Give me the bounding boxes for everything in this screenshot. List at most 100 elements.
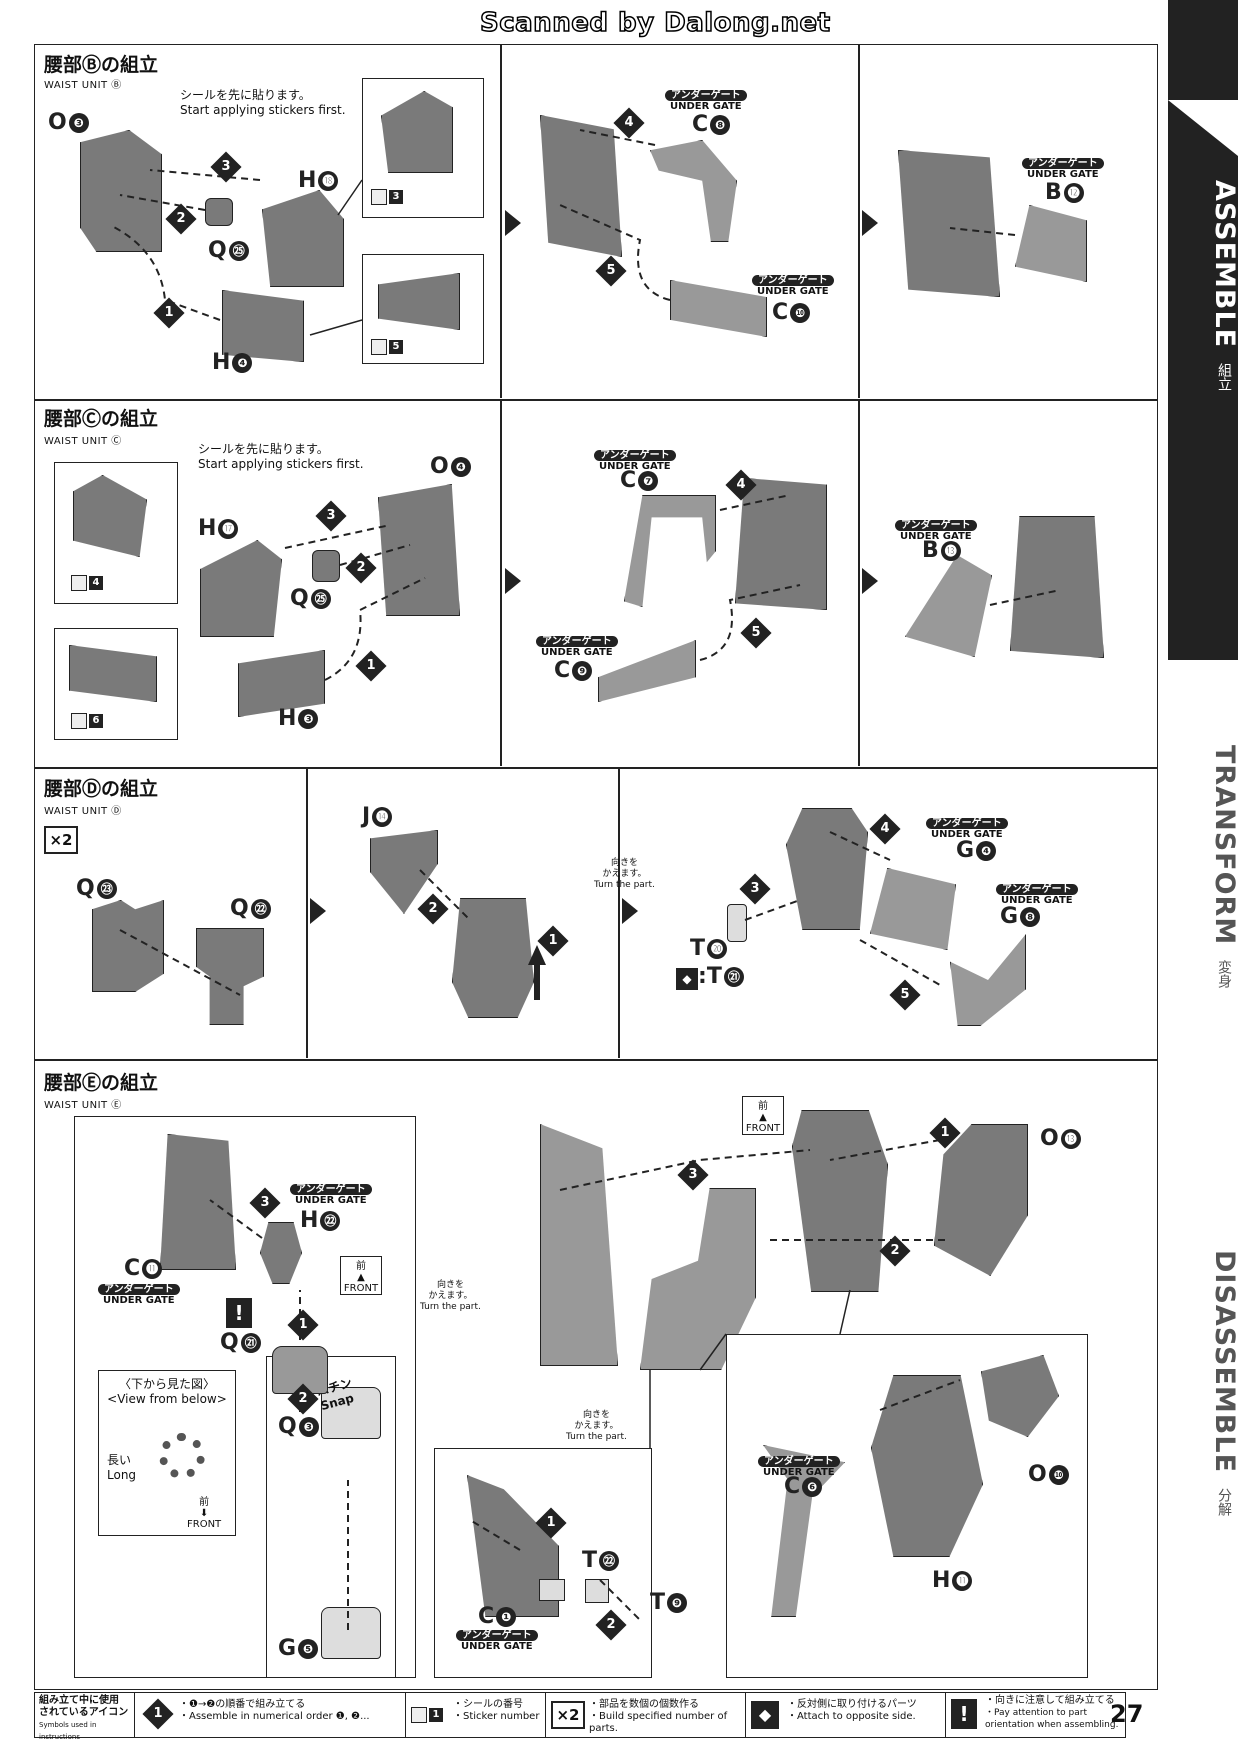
section-d-next-arrow-1	[310, 898, 326, 924]
sidebar-assemble-jp: 組立	[1216, 363, 1232, 392]
long-jp: 長い	[107, 1453, 132, 1467]
legend-sticker-en: ・Sticker number	[453, 1711, 540, 1722]
part-q3-shape	[321, 1387, 381, 1439]
attention-icon: !	[951, 1699, 977, 1729]
step-3: 3	[677, 1159, 709, 1191]
front-jp: 前	[356, 1261, 366, 1272]
step-2: 2	[287, 1383, 319, 1415]
sticker-number: 4	[89, 576, 103, 590]
step-3: 3	[249, 1187, 281, 1219]
front-en: FRONT	[187, 1519, 222, 1530]
step-4: 4	[869, 813, 901, 845]
multiply-x2-badge: ×2	[44, 826, 78, 854]
section-c-sticker-inset-1: 4	[54, 462, 178, 604]
sticker-icon	[371, 339, 387, 355]
sidebar	[1162, 0, 1240, 1753]
legend-order-en: ・Assemble in numerical order ❶, ❷...	[179, 1711, 370, 1722]
section-e-o10-inset	[726, 1334, 1088, 1678]
section-b-sticker-note-en: Start applying stickers first.	[180, 103, 346, 117]
sidebar-bar-top	[1168, 0, 1238, 100]
turn-note-en: Turn the part.	[420, 1302, 481, 1312]
sticker-number: 5	[389, 340, 403, 354]
front-en: FRONT	[343, 1283, 379, 1294]
sticker-number: 1	[429, 1708, 443, 1722]
legend-opposite-text: ・反対側に取り付けるパーツ・Attach to opposite side.	[787, 1699, 917, 1723]
long-en: Long	[107, 1468, 137, 1482]
step-1: 1	[355, 650, 387, 682]
part-o10-shape	[981, 1355, 1059, 1437]
step-2: 2	[417, 893, 449, 925]
section-b-sticker-inset-1: 3	[362, 78, 484, 218]
part-c11-shape	[160, 1134, 236, 1270]
part-b-assembled-shape	[540, 115, 622, 257]
sticker-3-badge: 3	[371, 189, 403, 205]
sidebar-disassemble-jp: 分解	[1216, 1488, 1232, 1517]
step-2: 2	[165, 203, 197, 235]
front-jp: 前	[758, 1101, 768, 1112]
page-number: 27	[1110, 1700, 1144, 1728]
part-c-final-shape	[1010, 516, 1104, 658]
section-c-next-arrow-2	[862, 568, 878, 594]
part-b-final-shape	[898, 150, 1000, 297]
sticker-4-badge: 4	[71, 575, 103, 591]
section-b-next-arrow-1	[505, 210, 521, 236]
part-h11-shape	[871, 1375, 983, 1557]
turn-note-jp: 向きを かえます。	[574, 1410, 619, 1431]
step-2: 2	[345, 552, 377, 584]
section-d-divider-1	[306, 768, 308, 1058]
legend-attention-text: ・向きに注意して組み立てる・Pay attention to part orie…	[985, 1695, 1123, 1731]
step-5: 5	[595, 255, 627, 287]
turn-note-jp: 向きを かえます。	[602, 858, 647, 879]
section-c-subtitle: WAIST UNIT Ⓒ	[44, 436, 122, 447]
section-b-subtitle: WAIST UNIT Ⓑ	[44, 80, 122, 91]
step-4: 4	[613, 107, 645, 139]
legend-sticker-jp: ・シールの番号	[453, 1699, 523, 1710]
sticker-number: 3	[389, 190, 403, 204]
step-order-icon: 1	[142, 1698, 174, 1730]
multiply-icon: ×2	[551, 1701, 585, 1729]
section-b-sticker-inset-2: 5	[362, 254, 484, 364]
sticker-icon	[411, 1707, 427, 1723]
step-2: 2	[879, 1235, 911, 1267]
legend-sticker-text: ・シールの番号・Sticker number	[453, 1699, 539, 1723]
front-en: FRONT	[745, 1123, 781, 1134]
legend-multiply: ×2 ・部品を数個の個数作る・Build specified number of…	[545, 1693, 746, 1737]
legend-opposite-en: ・Attach to opposite side.	[787, 1711, 916, 1722]
turn-note-en: Turn the part.	[566, 1432, 627, 1442]
front-indicator-e2: 前▲FRONT	[742, 1096, 784, 1135]
legend-multiply-en: ・Build specified number of parts.	[589, 1711, 728, 1734]
step-3: 3	[210, 151, 242, 183]
turn-part-note-e2: 向きを かえます。Turn the part.	[566, 1410, 627, 1443]
section-b-divider-1	[500, 44, 502, 398]
turn-note-jp: 向きを かえます。	[428, 1280, 473, 1301]
step-4: 4	[725, 469, 757, 501]
part-g5-shape	[321, 1607, 381, 1659]
legend-opposite-jp: ・反対側に取り付けるパーツ	[787, 1699, 917, 1710]
section-d-divider-2	[618, 768, 620, 1058]
legend-sticker: 1 ・シールの番号・Sticker number	[405, 1693, 546, 1737]
sidebar-disassemble-label: DISASSEMBLE 分解	[1162, 1250, 1240, 1516]
